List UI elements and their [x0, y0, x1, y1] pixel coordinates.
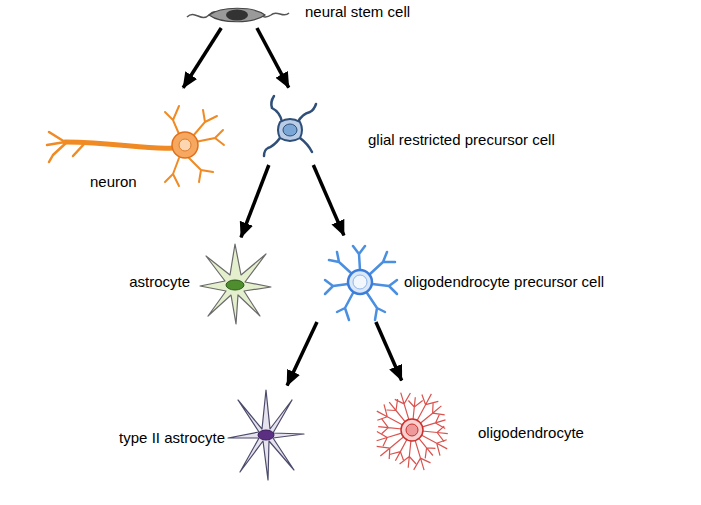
cell-body: [278, 119, 302, 141]
arrow-connector: [241, 165, 269, 237]
cell-illustration: [228, 390, 305, 480]
cell-process: [408, 397, 422, 420]
cell-illustration: [370, 385, 455, 475]
cell-nucleus: [179, 139, 191, 151]
cell-body: [348, 270, 372, 294]
cell-node: astrocyte: [198, 242, 272, 325]
cell-label: astrocyte: [129, 273, 190, 291]
cell-nucleus: [226, 10, 248, 21]
arrow-connector: [183, 28, 221, 88]
cell-process: [395, 393, 411, 421]
cell-label: neural stem cell: [305, 3, 410, 21]
cell-process: [414, 440, 431, 471]
cell-process: [387, 399, 406, 422]
cell-illustration: [198, 242, 272, 325]
cell-label: neuron: [90, 173, 137, 191]
cell-body: [401, 419, 423, 441]
cell-processes: [264, 96, 316, 156]
cell-node: type II astrocyte: [228, 390, 305, 480]
cell-illustration: [262, 92, 318, 165]
cell-process: [418, 438, 435, 459]
cell-process: [420, 403, 445, 424]
cell-nucleus: [283, 124, 297, 136]
cell-illustration: [185, 3, 290, 28]
cell-process: [378, 419, 402, 434]
cell-node: glial restricted precursor cell: [262, 92, 318, 165]
cell-nucleus: [353, 275, 367, 289]
cell-label: type II astrocyte: [119, 429, 225, 447]
cell-label: oligodendrocyte precursor cell: [404, 273, 604, 291]
cell-process: [422, 415, 446, 429]
cell-body: [228, 390, 304, 480]
cell-process: [377, 432, 403, 447]
cell-nucleus: [406, 424, 418, 436]
cell-processes: [325, 246, 397, 320]
arrow-connector: [257, 28, 289, 88]
cell-body: [200, 244, 271, 324]
arrow-connector: [376, 322, 402, 380]
cell-label: oligodendrocyte: [478, 424, 584, 442]
cell-node: neuron: [45, 92, 225, 200]
cell-node: oligodendrocyte precursor cell: [315, 240, 400, 322]
cell-node: neural stem cell: [185, 3, 290, 28]
cell-label: glial restricted precursor cell: [368, 131, 555, 149]
cell-illustration: [315, 240, 400, 322]
cell-nucleus: [226, 280, 244, 290]
arrow-connector: [287, 322, 317, 385]
arrow-connector: [313, 165, 344, 235]
cell-body: [172, 132, 198, 158]
cell-process: [390, 439, 408, 461]
cell-nucleus: [258, 430, 274, 440]
cell-node: oligodendrocyte: [370, 385, 455, 475]
cell-body: [209, 8, 265, 22]
cell-process: [400, 440, 417, 468]
